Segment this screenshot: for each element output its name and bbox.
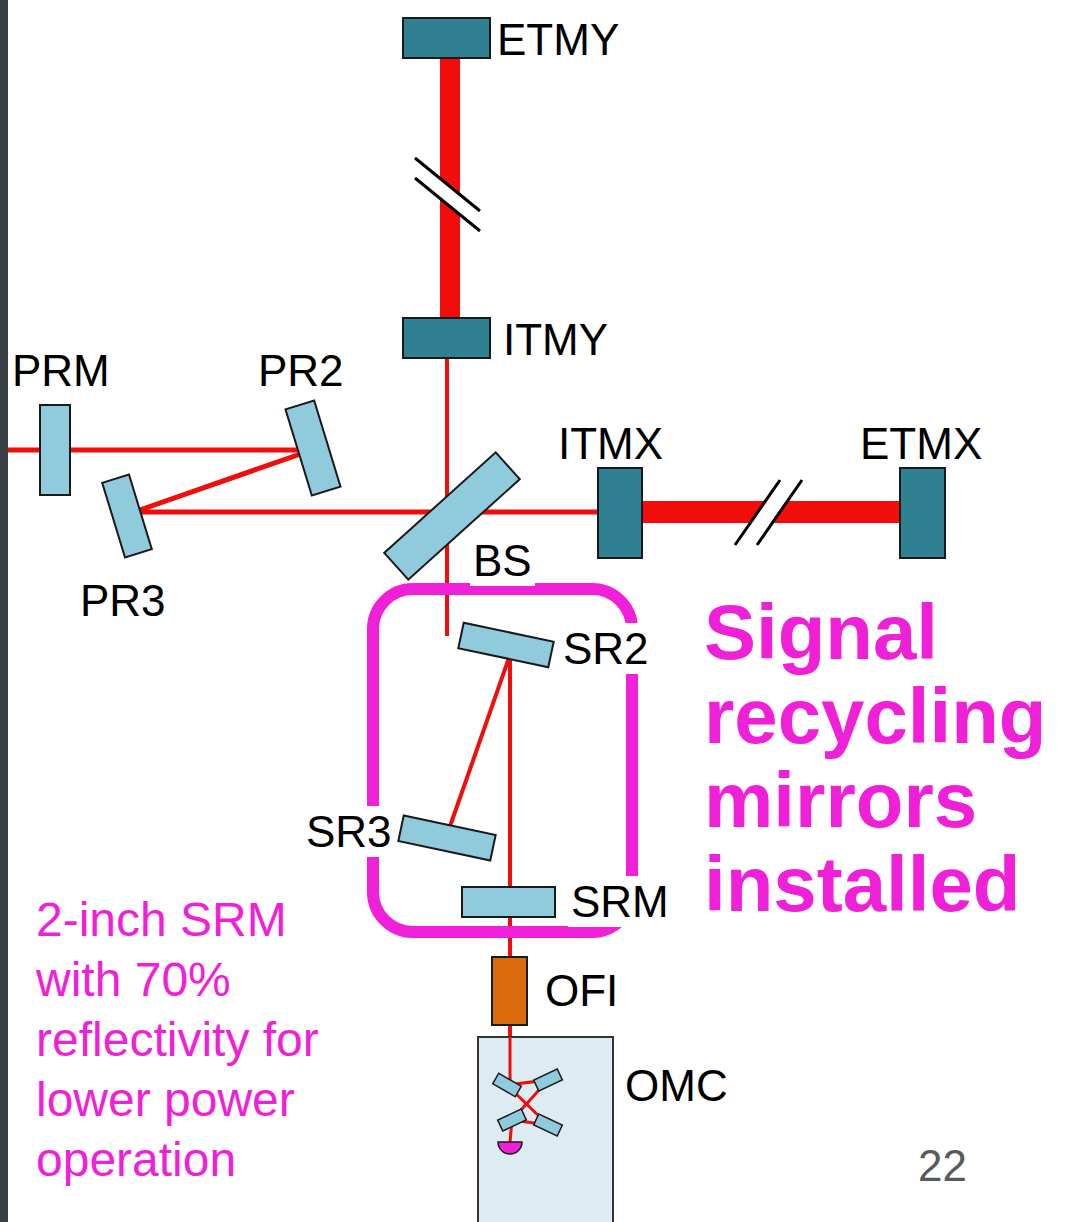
sr3-mirror [398, 816, 495, 861]
itmy-mirror [403, 318, 490, 358]
mirror-label: PR2 [258, 345, 344, 396]
mirror-label: PR3 [80, 575, 166, 626]
mirror-label: SR3 [303, 806, 395, 857]
mirror-label: ETMY [497, 14, 619, 65]
pr3-mirror [102, 475, 152, 558]
mirror-label: ETMX [860, 418, 982, 469]
mirror-label: SR2 [560, 623, 652, 674]
omc-mirror [493, 1073, 522, 1096]
component-label: OMC [625, 1060, 728, 1111]
mirror-label: SRM [568, 876, 672, 927]
photodiode [498, 1142, 522, 1154]
component-label: OFI [545, 965, 618, 1016]
sr2-mirror [458, 623, 553, 668]
mirror-label: BS [470, 535, 535, 586]
omc-housing [478, 1037, 613, 1222]
side-note: 2-inch SRM with 70% reflectivity for low… [36, 890, 346, 1190]
break-mark [757, 480, 802, 545]
beam [448, 655, 510, 832]
break-gap [415, 168, 480, 221]
beam [509, 1037, 512, 1082]
background-strip [0, 0, 8, 1222]
srm-mirror [462, 887, 555, 917]
break-mark [415, 178, 480, 231]
highlight-note: Signal recycling mirrors installed [704, 590, 1074, 926]
omc-mirror [498, 1109, 527, 1131]
break-mark [735, 480, 780, 545]
mirror-label: ITMX [558, 418, 663, 469]
etmx-mirror [900, 468, 945, 558]
pr2-mirror [285, 401, 340, 496]
etmy-mirror [403, 18, 490, 58]
mirror-label: ITMY [503, 314, 608, 365]
mirror-label: PRM [12, 345, 110, 396]
beam [134, 450, 312, 512]
itmx-mirror [598, 468, 642, 558]
prm-mirror [40, 405, 70, 495]
beam [134, 510, 600, 515]
faraday-isolator [492, 957, 527, 1025]
page-number: 22 [918, 1140, 967, 1191]
break-gap [746, 480, 791, 545]
omc-mirror [534, 1114, 563, 1136]
omc-mirror [534, 1069, 563, 1091]
